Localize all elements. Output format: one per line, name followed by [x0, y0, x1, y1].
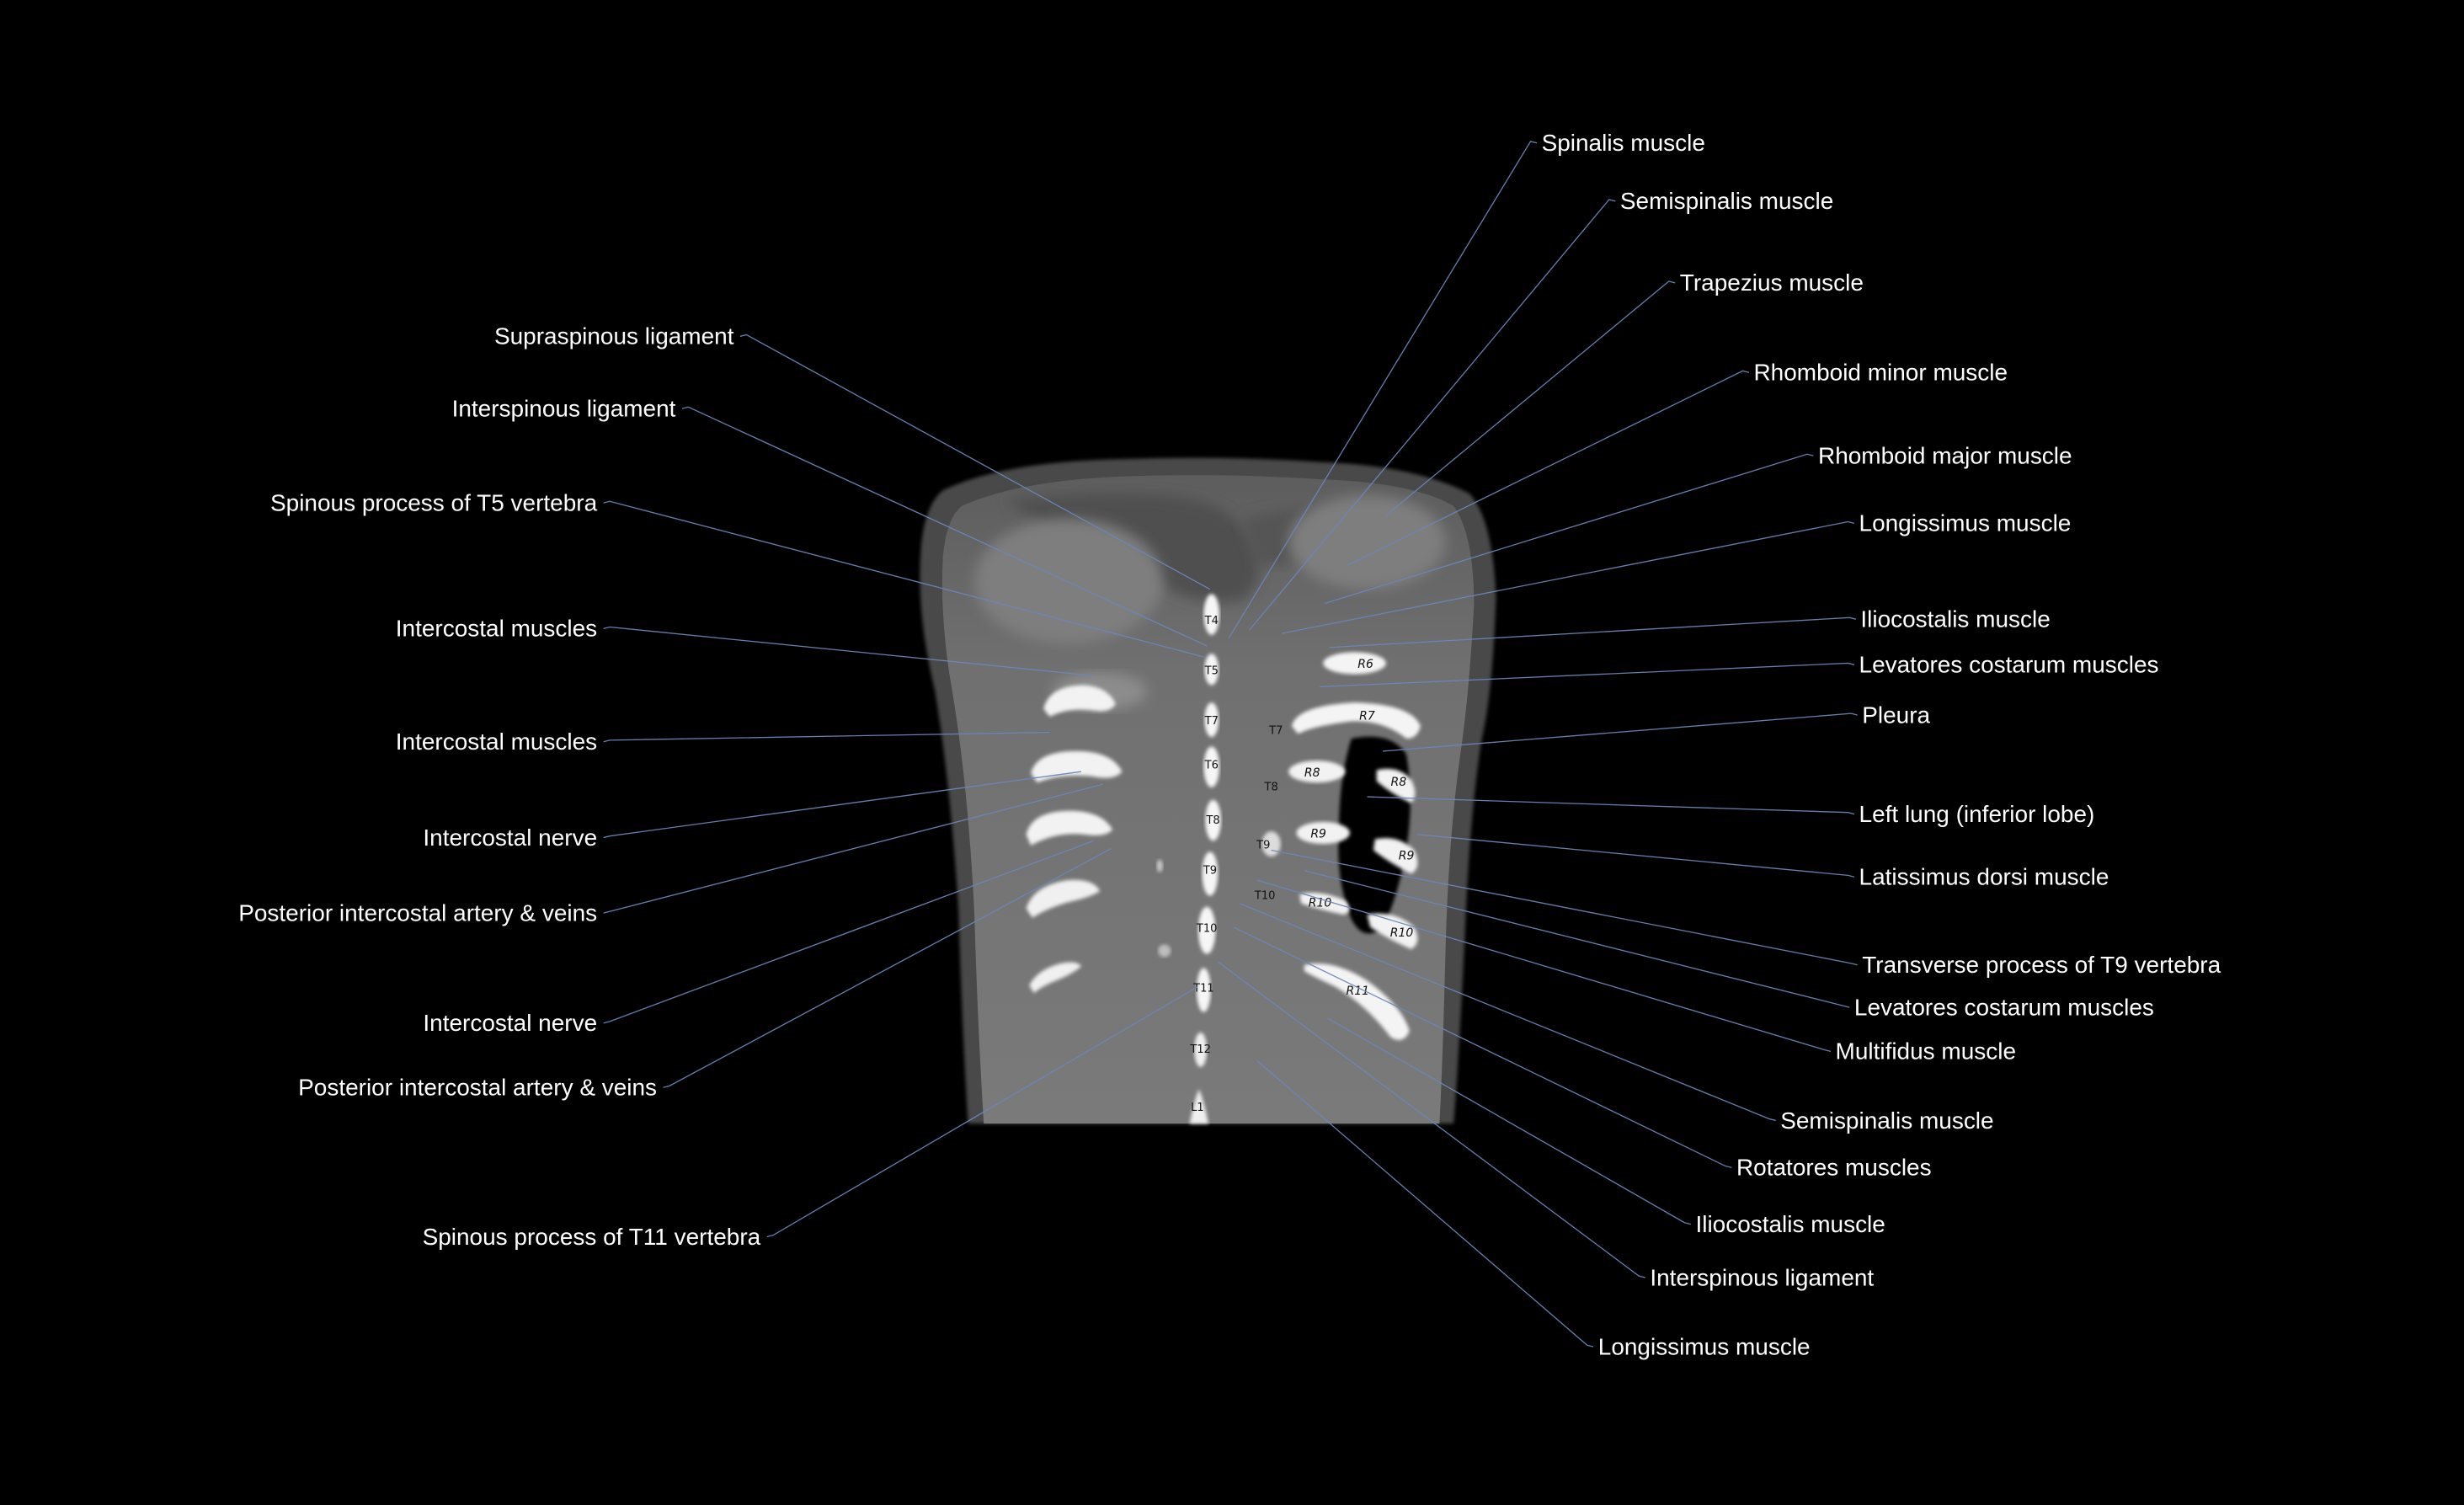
label-longissimus-muscle: Longissimus muscle — [1598, 1333, 1811, 1359]
vertebra-marker-t5: T5 — [1204, 665, 1219, 678]
leader-line-levatores-costarum-muscles — [1320, 662, 1855, 688]
leader-line-pleura — [1383, 712, 1858, 752]
label-interspinous-ligament: Interspinous ligament — [452, 395, 676, 421]
leader-line-intercostal-muscles — [603, 626, 1094, 677]
vessel-dot — [1156, 859, 1163, 873]
vertebra-marker-t8: T8 — [1264, 782, 1278, 794]
leader-line-supraspinous-ligament — [739, 334, 1211, 590]
vertebra-marker-t10: T10 — [1254, 889, 1276, 902]
vertebra-marker-t4: T4 — [1204, 615, 1219, 627]
right-label-leaders — [1217, 141, 1858, 1348]
label-longissimus-muscle: Longissimus muscle — [1859, 510, 2072, 536]
label-semispinalis-muscle: Semispinalis muscle — [1780, 1107, 1993, 1134]
leader-line-rotatores-muscles — [1233, 926, 1732, 1169]
leader-line-levatores-costarum-muscles — [1304, 870, 1850, 1008]
leader-line-longissimus-muscle — [1282, 520, 1855, 634]
vertebra-marker-t6: T6 — [1204, 759, 1219, 771]
label-intercostal-muscles: Intercostal muscles — [396, 728, 597, 755]
rib-marker-r8: R8 — [1304, 766, 1320, 780]
leader-line-interspinous-ligament — [1217, 961, 1645, 1278]
label-iliocostalis-muscle: Iliocostalis muscle — [1695, 1211, 1885, 1237]
label-left-lung-inferior-lobe: Left lung (inferior lobe) — [1859, 801, 2095, 827]
leader-line-transverse-process-of-t9-vertebra — [1271, 849, 1858, 966]
vertebra-marker-t7: T7 — [1268, 724, 1283, 737]
leader-line-longissimus-muscle — [1256, 1060, 1594, 1348]
label-spinalis-muscle: Spinalis muscle — [1542, 130, 1705, 156]
label-levatores-costarum-muscles: Levatores costarum muscles — [1859, 652, 2159, 678]
leader-line-spinalis-muscle — [1228, 141, 1538, 638]
label-latissimus-dorsi-muscle: Latissimus dorsi muscle — [1859, 864, 2109, 890]
vertebra-marker-t8: T8 — [1205, 814, 1219, 827]
vertebra-marker-t7: T7 — [1204, 715, 1219, 728]
leader-line-semispinalis-muscle — [1249, 199, 1616, 631]
label-spinous-process-of-t11-vertebra: Spinous process of T11 vertebra — [423, 1224, 761, 1250]
rib-marker-r9: R9 — [1399, 850, 1415, 863]
vertebra-marker-t12: T12 — [1189, 1043, 1211, 1056]
leader-line-latissimus-dorsi-muscle — [1417, 834, 1855, 878]
leader-line-spinous-process-of-t5-vertebra — [603, 500, 1204, 658]
label-rhomboid-minor-muscle: Rhomboid minor muscle — [1754, 360, 2008, 386]
spinous-process-column — [1189, 594, 1221, 1124]
vertebra-marker-t11: T11 — [1192, 982, 1214, 995]
vessel-dot — [1158, 944, 1171, 958]
rib-marker-r8: R8 — [1390, 776, 1406, 789]
label-intercostal-muscles: Intercostal muscles — [396, 616, 597, 642]
ribs-right-side — [1261, 652, 1421, 1040]
rib-marker-r6: R6 — [1357, 658, 1373, 671]
rib-marker-r10: R10 — [1390, 926, 1414, 940]
vertebra-marker-l1: L1 — [1191, 1102, 1204, 1114]
leader-line-rhomboid-minor-muscle — [1346, 370, 1750, 567]
rib-marker-r7: R7 — [1359, 710, 1375, 723]
leader-line-posterior-intercostal-artery-veins — [663, 848, 1112, 1088]
rib-marker-r10: R10 — [1309, 897, 1332, 910]
leader-line-posterior-intercostal-artery-veins — [603, 783, 1104, 914]
vertebra-marker-t10: T10 — [1196, 923, 1218, 936]
leader-line-iliocostalis-muscle — [1327, 1017, 1692, 1225]
leader-line-intercostal-nerve — [603, 771, 1081, 839]
muscle-left-upper — [973, 518, 1163, 645]
label-rhomboid-major-muscle: Rhomboid major muscle — [1818, 442, 2072, 468]
label-posterior-intercostal-artery-veins: Posterior intercostal artery & veins — [238, 899, 597, 926]
leader-line-semispinalis-muscle — [1240, 903, 1776, 1122]
vertebra-marker-t9: T9 — [1256, 840, 1270, 852]
leader-line-interspinous-ligament — [681, 406, 1208, 647]
rib-marker-r9: R9 — [1310, 828, 1326, 841]
leader-line-rhomboid-major-muscle — [1324, 453, 1814, 605]
muscle-right-upper — [1288, 494, 1446, 590]
leader-line-iliocostalis-muscle — [1329, 616, 1856, 648]
left-label-leaders — [603, 334, 1211, 1238]
label-intercostal-nerve: Intercostal nerve — [423, 1010, 597, 1036]
label-interspinous-ligament: Interspinous ligament — [1650, 1264, 1874, 1290]
label-spinous-process-of-t5-vertebra: Spinous process of T5 vertebra — [270, 489, 598, 515]
label-trapezius-muscle: Trapezius muscle — [1680, 270, 1864, 296]
label-rotatores-muscles: Rotatores muscles — [1736, 1155, 1932, 1181]
label-posterior-intercostal-artery-veins: Posterior intercostal artery & veins — [298, 1075, 657, 1101]
label-semispinalis-muscle: Semispinalis muscle — [1620, 188, 1833, 214]
ribs-left-side — [1026, 685, 1123, 994]
label-levatores-costarum-muscles: Levatores costarum muscles — [1854, 994, 2154, 1020]
label-iliocostalis-muscle: Iliocostalis muscle — [1860, 606, 2050, 632]
label-transverse-process-of-t9-vertebra: Transverse process of T9 vertebra — [1862, 952, 2221, 978]
leader-line-left-lung-inferior-lobe — [1367, 796, 1855, 815]
leader-line-spinous-process-of-t11-vertebra — [766, 986, 1198, 1238]
leader-line-trapezius-muscle — [1385, 280, 1676, 516]
leader-line-multifidus-muscle — [1256, 879, 1832, 1052]
rib-marker-r11: R11 — [1347, 985, 1370, 998]
label-multifidus-muscle: Multifidus muscle — [1836, 1038, 2017, 1065]
label-supraspinous-ligament: Supraspinous ligament — [494, 323, 734, 350]
leader-line-intercostal-muscles — [603, 731, 1050, 743]
label-pleura: Pleura — [1862, 702, 1930, 728]
label-intercostal-nerve: Intercostal nerve — [423, 825, 597, 851]
leader-line-intercostal-nerve — [603, 840, 1095, 1024]
vertebra-marker-t9: T9 — [1203, 864, 1217, 877]
